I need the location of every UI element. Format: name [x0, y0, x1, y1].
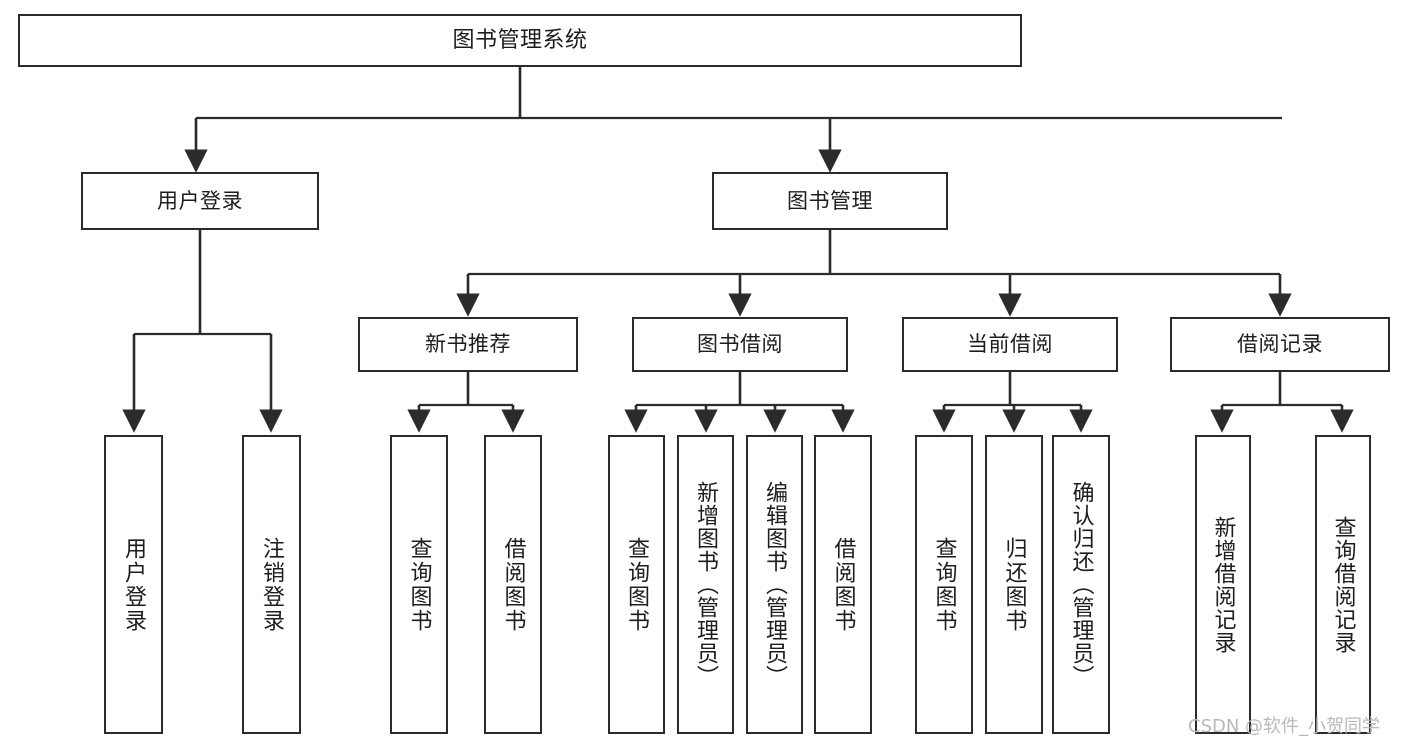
node-label: 新增图书（管理员）: [693, 481, 719, 688]
node-book-borrow[interactable]: 图书借阅: [632, 317, 848, 372]
leaf-current-return-book[interactable]: 归还图书: [985, 435, 1043, 734]
node-label: 归还图书: [1001, 536, 1027, 633]
leaf-current-confirm-return-admin[interactable]: 确认归还（管理员）: [1052, 435, 1110, 734]
node-label: 图书借阅: [697, 332, 783, 357]
node-borrow-record[interactable]: 借阅记录: [1170, 317, 1390, 372]
csdn-watermark: CSDN @软件_小贺同学: [1188, 716, 1381, 737]
node-label: 借阅图书: [500, 536, 526, 633]
node-label: 注销登录: [259, 536, 285, 633]
leaf-current-query-book[interactable]: 查询图书: [915, 435, 973, 734]
leaf-borrow-borrow-book[interactable]: 借阅图书: [814, 435, 872, 734]
node-label: 查询图书: [931, 536, 957, 633]
leaf-record-add-record[interactable]: 新增借阅记录: [1195, 435, 1251, 734]
node-label: 用户登录: [157, 188, 243, 213]
node-label: 确认归还（管理员）: [1068, 481, 1094, 688]
node-label: 图书管理系统: [452, 27, 588, 53]
node-current-borrow[interactable]: 当前借阅: [902, 317, 1118, 372]
leaf-recommend-borrow-book[interactable]: 借阅图书: [484, 435, 542, 734]
leaf-user-login[interactable]: 用户登录: [104, 435, 163, 734]
leaf-recommend-query-book[interactable]: 查询图书: [390, 435, 448, 734]
node-label: 编辑图书（管理员）: [762, 481, 788, 688]
node-root-system[interactable]: 图书管理系统: [18, 14, 1022, 67]
node-user-login[interactable]: 用户登录: [81, 172, 319, 230]
node-label: 用户登录: [121, 536, 147, 633]
node-label: 图书管理: [787, 188, 873, 213]
node-label: 当前借阅: [967, 332, 1053, 357]
node-book-management[interactable]: 图书管理: [712, 172, 948, 230]
leaf-borrow-query-book[interactable]: 查询图书: [608, 435, 665, 734]
leaf-record-query-record[interactable]: 查询借阅记录: [1315, 435, 1371, 734]
node-label: 查询图书: [624, 536, 650, 633]
leaf-borrow-add-book-admin[interactable]: 新增图书（管理员）: [677, 435, 734, 734]
node-label: 查询借阅记录: [1330, 515, 1356, 654]
node-label: 新增借阅记录: [1210, 515, 1236, 654]
node-new-book-recommend[interactable]: 新书推荐: [358, 317, 578, 372]
node-label: 借阅记录: [1237, 332, 1323, 357]
leaf-user-logout[interactable]: 注销登录: [242, 435, 301, 734]
leaf-borrow-edit-book-admin[interactable]: 编辑图书（管理员）: [746, 435, 803, 734]
node-label: 新书推荐: [425, 332, 511, 357]
node-label: 查询图书: [406, 536, 432, 633]
node-label: 借阅图书: [830, 536, 856, 633]
